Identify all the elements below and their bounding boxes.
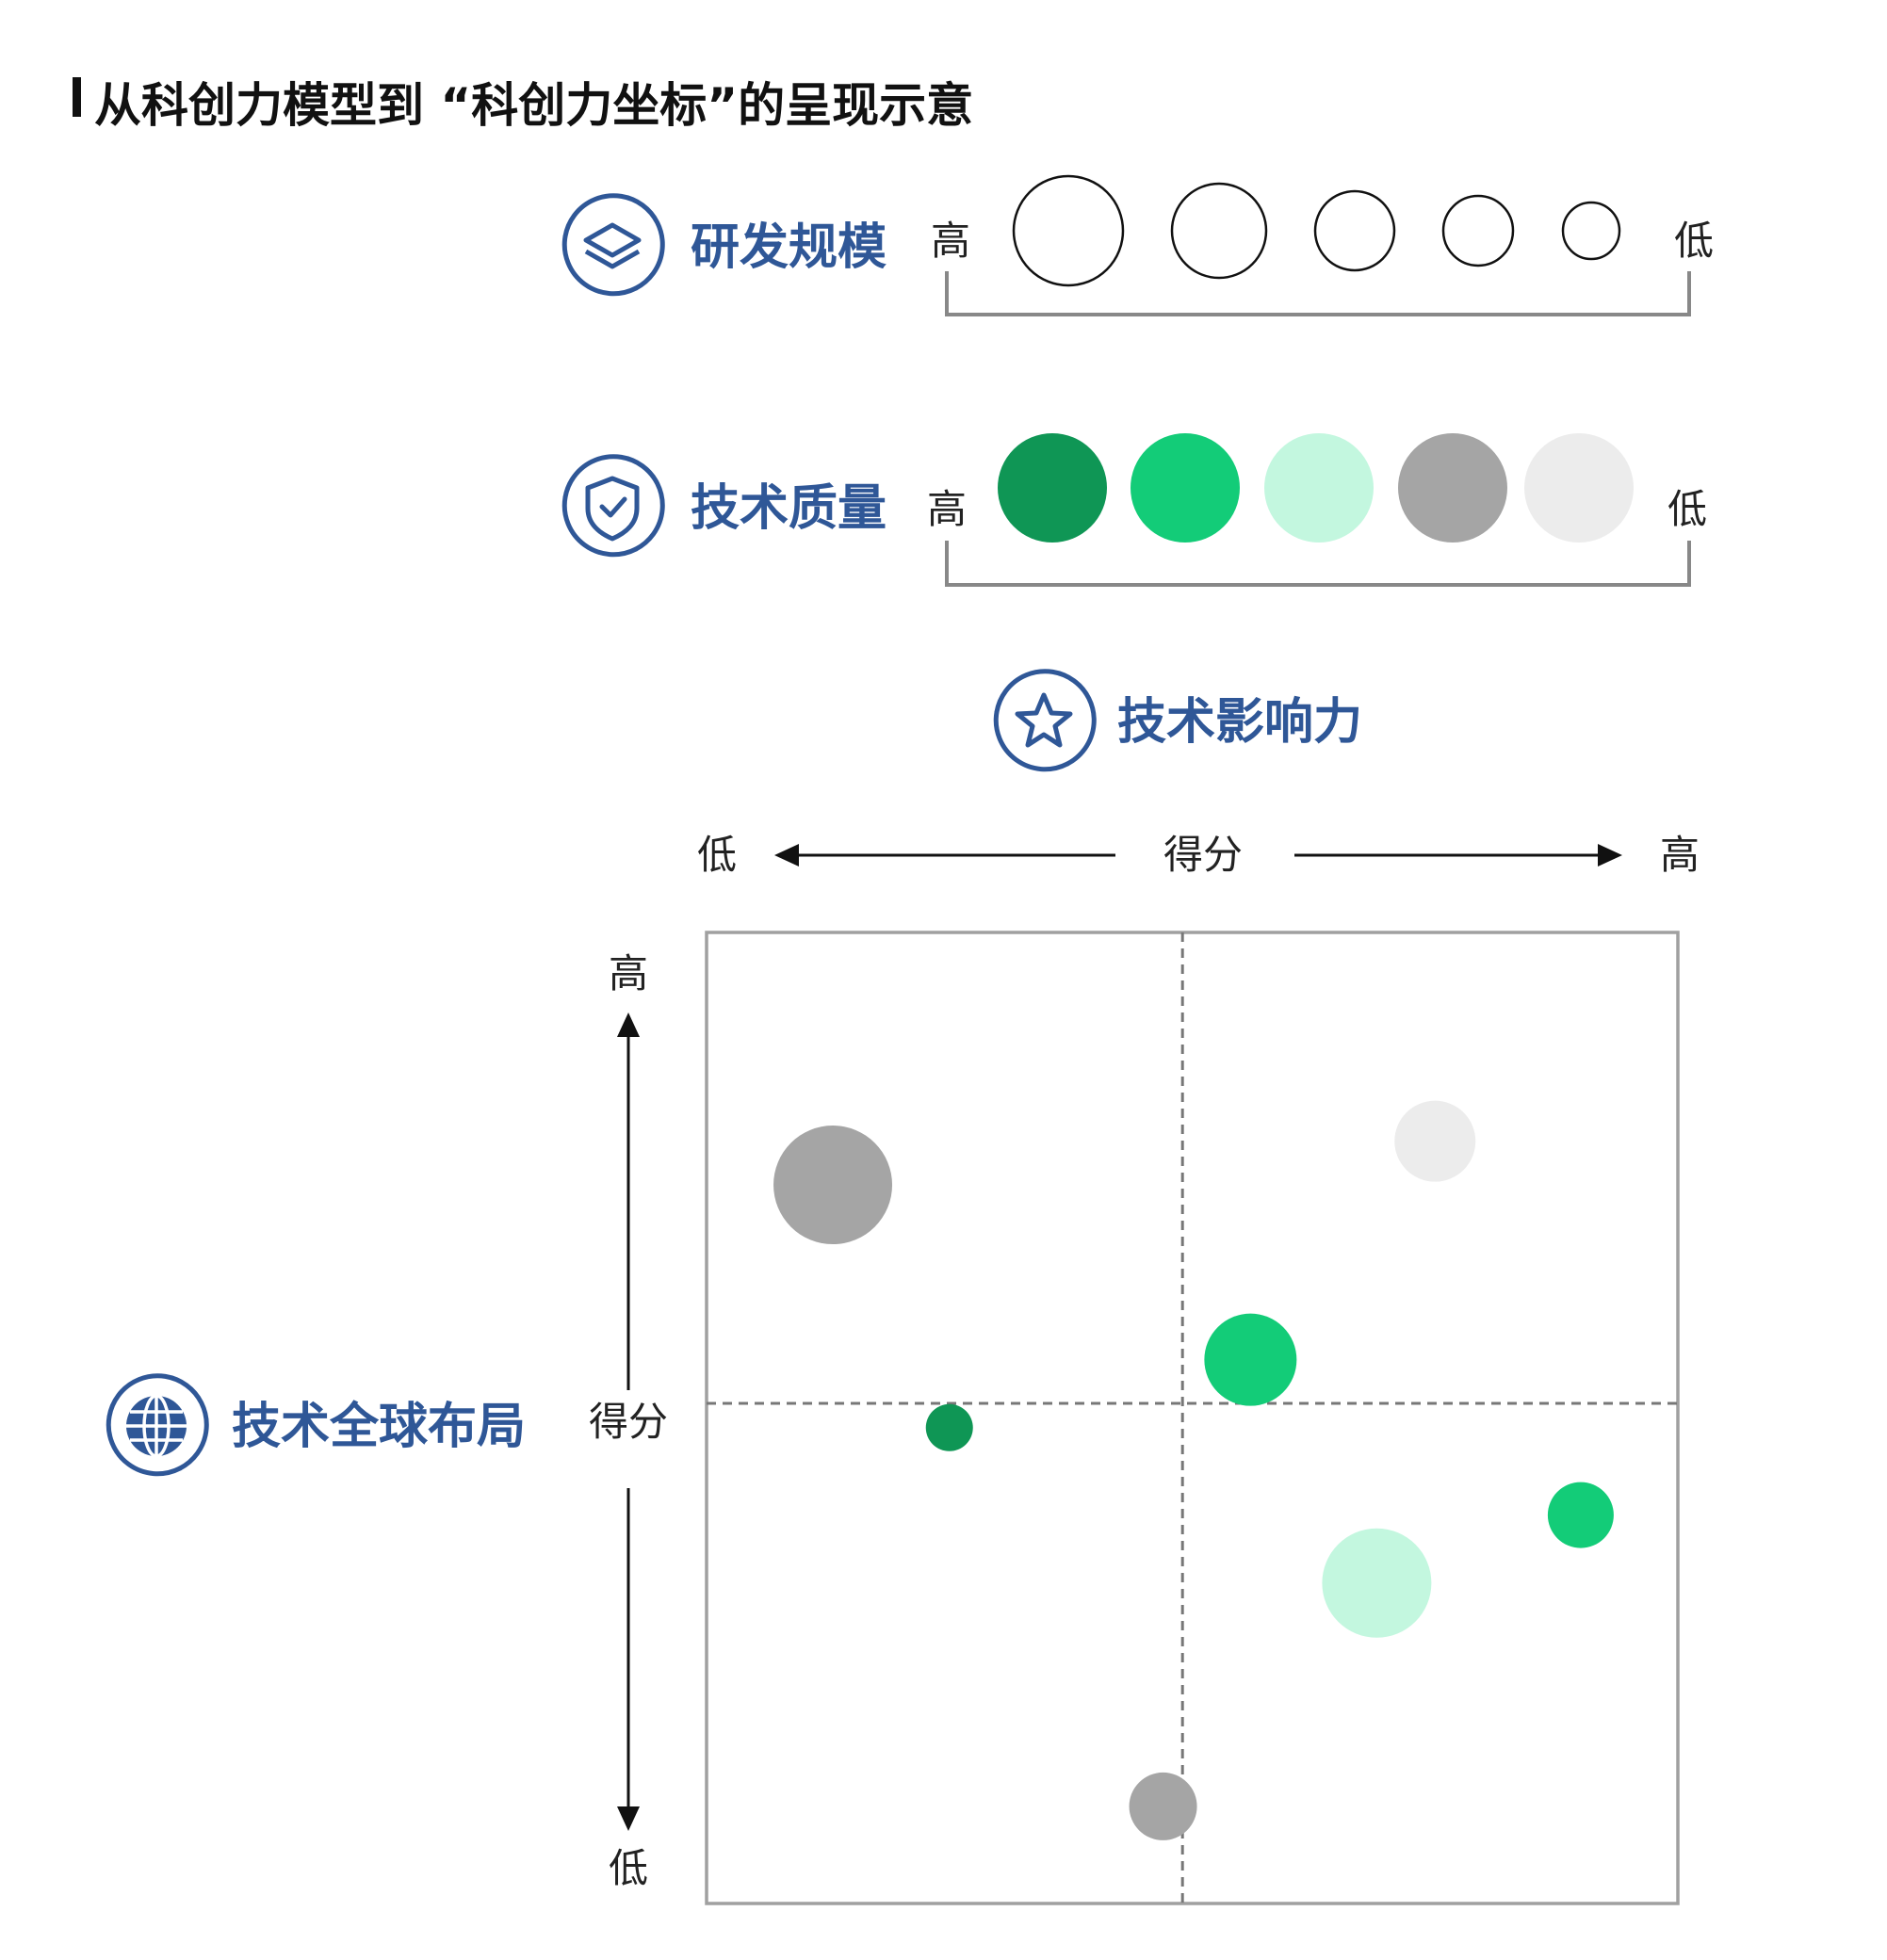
- plot-frame: [705, 931, 1680, 1905]
- legend-size-circle: [1313, 189, 1396, 272]
- x-axis-arrowhead-left: [774, 844, 799, 867]
- page-title: 从科创力模型到 “科创力坐标”的呈现示意: [94, 78, 974, 133]
- title-bar-accent: [73, 77, 81, 117]
- legend-size-high-label: 高: [931, 218, 970, 264]
- x-axis-header: 技术影响力 低 得分 高: [697, 669, 1700, 878]
- shield-check-icon: [561, 454, 665, 558]
- data-point: [1547, 1482, 1614, 1548]
- data-point: [1129, 1772, 1197, 1840]
- y-axis-header: 技术全球布局 高 得分 低: [106, 950, 668, 1891]
- legend-quality: 技术质量 高 低: [561, 433, 1707, 587]
- data-point: [1394, 1100, 1476, 1182]
- legend-size-title: 研发规模: [691, 219, 887, 276]
- x-axis-high-label: 高: [1660, 832, 1700, 878]
- plot-area: [705, 931, 1680, 1905]
- legend-size-bracket: [945, 271, 1691, 316]
- legend-quality-swatch: [1264, 433, 1374, 543]
- legend-size: 研发规模 高 低: [561, 174, 1714, 316]
- y-axis-high-label: 高: [609, 950, 648, 996]
- legend-quality-title: 技术质量: [691, 479, 887, 537]
- legend-size-circle: [1170, 182, 1268, 280]
- legend-quality-swatch: [1524, 433, 1634, 543]
- legend-quality-swatch: [998, 433, 1107, 543]
- data-point: [1322, 1528, 1432, 1638]
- x-axis-arrowhead-right: [1598, 844, 1622, 867]
- y-axis-arrowhead-down: [617, 1806, 640, 1831]
- data-point: [1204, 1313, 1297, 1406]
- star-icon: [993, 669, 1097, 772]
- layers-icon: [561, 193, 665, 297]
- legend-size-circle: [1012, 174, 1125, 287]
- legend-quality-high-label: 高: [927, 486, 967, 532]
- legend-quality-swatch: [1131, 433, 1240, 543]
- y-axis-arrowhead-up: [617, 1012, 640, 1037]
- data-point: [925, 1403, 973, 1451]
- legend-size-circle: [1561, 201, 1621, 261]
- globe-icon: [106, 1373, 209, 1477]
- data-point: [773, 1126, 893, 1245]
- x-axis-title: 技术影响力: [1117, 693, 1362, 751]
- y-axis-label: 得分: [589, 1399, 668, 1445]
- legend-quality-swatch: [1398, 433, 1507, 543]
- x-axis-low-label: 低: [697, 832, 737, 878]
- legend-quality-bracket: [945, 541, 1691, 587]
- legend-size-low-label: 低: [1674, 218, 1714, 264]
- x-axis-label: 得分: [1163, 832, 1243, 878]
- y-axis-low-label: 低: [609, 1845, 648, 1891]
- legend-quality-low-label: 低: [1667, 486, 1707, 532]
- y-axis-title: 技术全球布局: [232, 1398, 526, 1455]
- legend-size-circle: [1441, 194, 1515, 267]
